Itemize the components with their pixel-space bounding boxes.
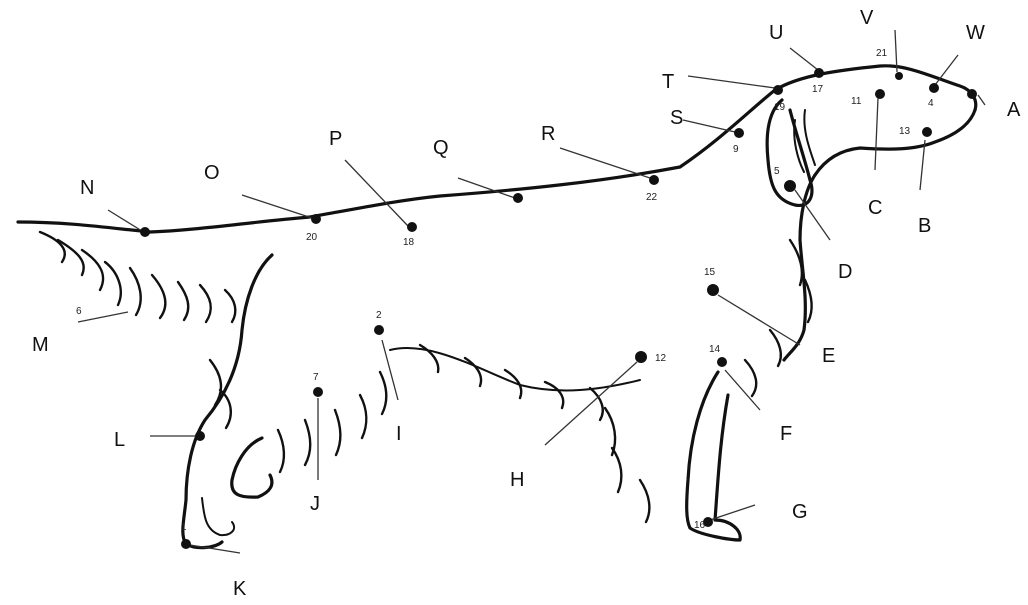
point-b-number: 13 [899,126,911,137]
point-e-label: E [822,345,835,367]
point-r-dot [649,175,659,185]
point-b-dot [922,127,932,137]
point-w-dot [929,83,939,93]
point-k-label: K [233,578,247,600]
point-v-label: V [860,7,874,29]
acupoint-dots [140,68,977,549]
point-p-label: P [329,128,342,150]
point-q-dot [513,193,523,203]
point-u-label: U [769,22,783,44]
point-d-label: D [838,261,852,283]
point-n-label: N [80,177,94,199]
point-i-label: I [396,423,402,445]
point-e-dot [707,284,719,296]
point-k-dot [181,539,191,549]
point-l-label: L [114,429,125,451]
point-h-dot [635,351,647,363]
point-a-label: A [1007,99,1021,121]
point-f-dot [717,357,727,367]
point-e-number: 15 [704,267,716,278]
point-d-number: 5 [774,166,780,177]
point-t-dot [773,85,783,95]
point-d-dot [784,180,796,192]
point-u-number: 17 [812,84,824,95]
point-m-number: 6 [76,306,82,317]
fur-strokes [40,232,812,522]
dog-outline [18,66,976,548]
point-o-number: 20 [306,232,318,243]
point-t-number: 19 [774,102,786,113]
point-o-dot [311,214,321,224]
point-g-number: 16 [694,520,706,531]
point-c-number: 11 [851,96,862,107]
point-o-label: O [204,162,220,184]
point-s-dot [734,128,744,138]
point-j-dot [313,387,323,397]
point-k-number: 1 [181,522,187,533]
point-v-dot [895,72,903,80]
point-c-dot [875,89,885,99]
point-s-label: S [670,107,683,129]
point-q-label: Q [433,137,449,159]
point-c-label: C [868,197,882,219]
point-j-number: 7 [313,372,319,383]
leader-lines [78,30,985,553]
point-m-label: M [32,334,49,356]
point-g-label: G [792,501,808,523]
point-n-dot [140,227,150,237]
point-h-number: 12 [655,353,667,364]
point-h-label: H [510,469,524,491]
point-w-label: W [966,22,985,44]
point-p-number: 18 [403,237,415,248]
point-r-number: 22 [646,192,658,203]
point-letters: A B C D E F G H I J K L M N O P Q R S T … [32,7,1021,600]
point-a-dot [967,89,977,99]
point-j-label: J [310,493,320,515]
point-f-label: F [780,423,792,445]
point-i-dot [374,325,384,335]
point-i-number: 2 [376,310,382,321]
point-u-dot [814,68,824,78]
point-r-label: R [541,123,555,145]
point-w-number: 4 [928,98,934,109]
point-v-number: 21 [876,48,888,59]
point-f-number: 14 [709,344,721,355]
point-l-dot [195,431,205,441]
point-b-label: B [918,215,931,237]
point-p-dot [407,222,417,232]
point-t-label: T [662,71,674,93]
point-s-number: 9 [733,144,739,155]
